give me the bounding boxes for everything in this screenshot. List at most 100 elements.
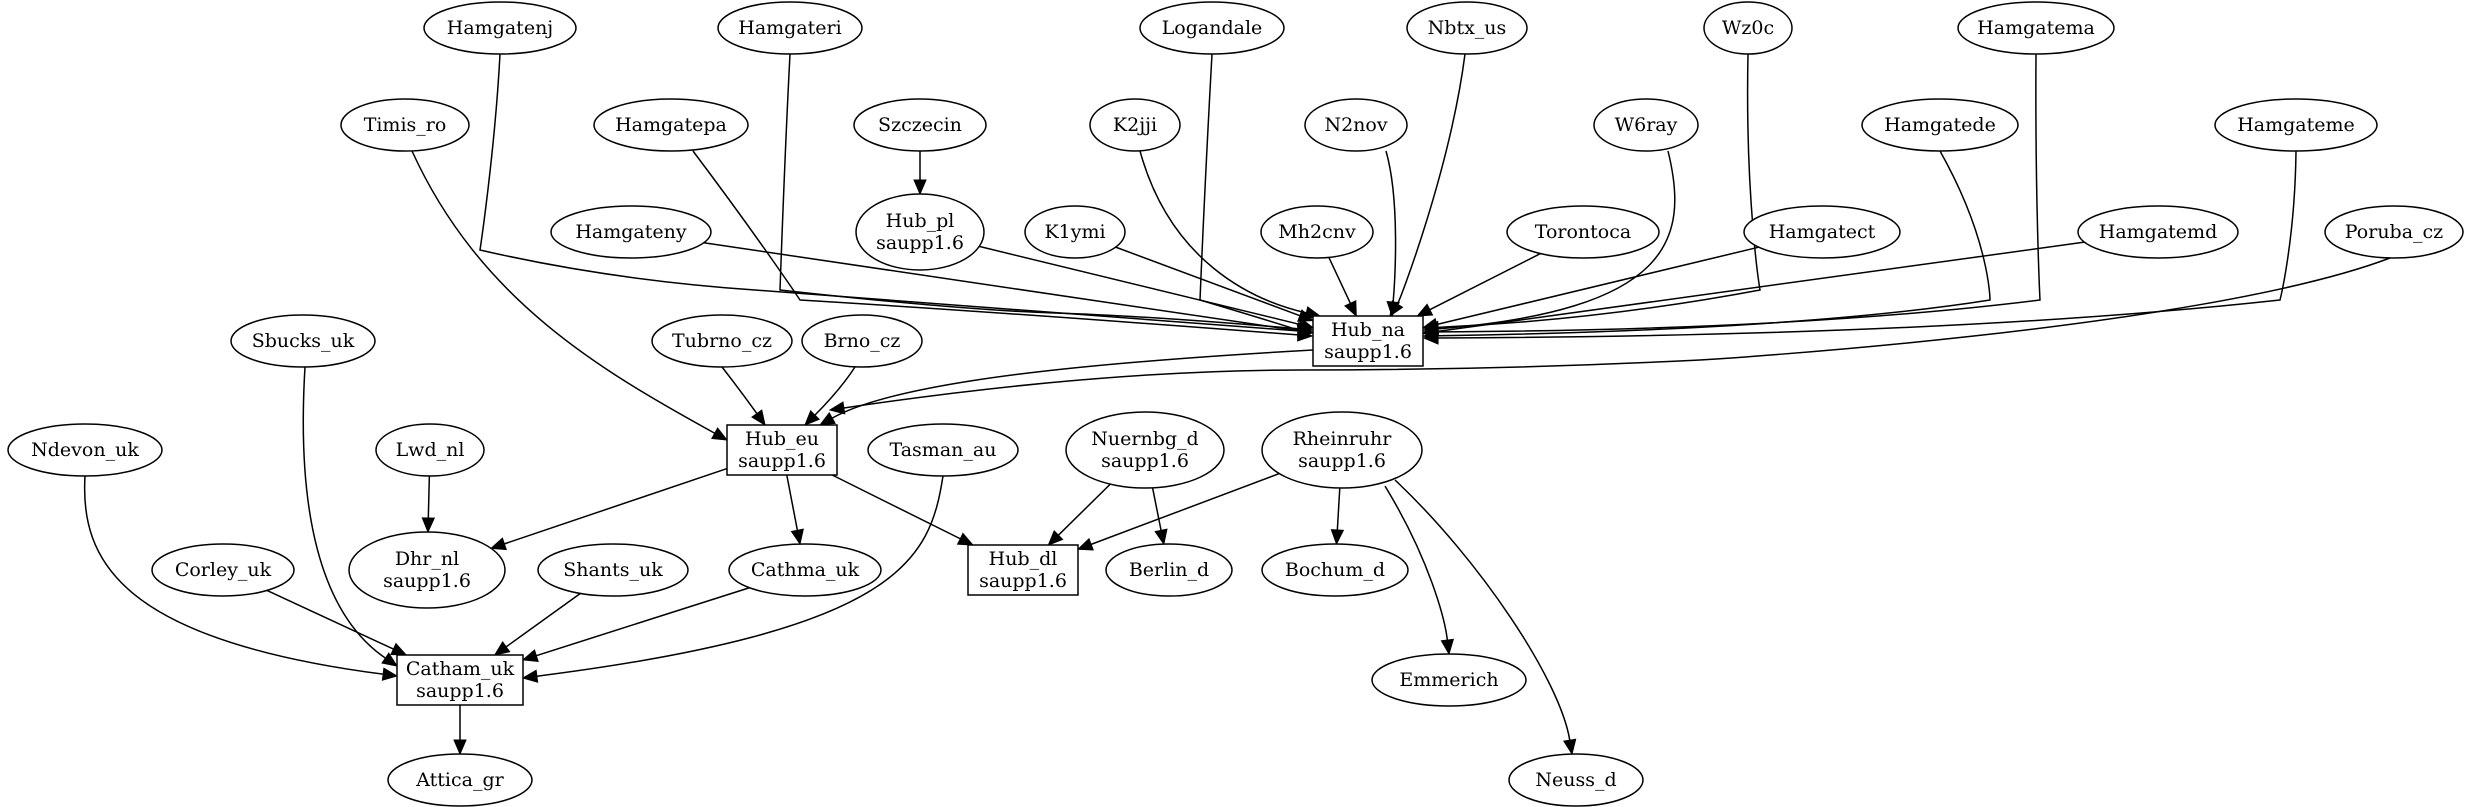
arrowhead-sbucks_uk-to-catham_uk	[381, 652, 399, 667]
node-ellipse	[340, 98, 470, 152]
node-label: Poruba_cz	[2345, 221, 2443, 243]
node-shants_uk: Shants_uk	[537, 543, 689, 597]
node-ellipse	[1743, 205, 1901, 259]
edge-hamgatect-to-hub_na	[1436, 246, 1759, 326]
node-label: saupp1.6	[1298, 450, 1386, 472]
node-torontoca: Torontoca	[1506, 205, 1660, 259]
edge-brno_cz-to-hub_eu	[814, 366, 856, 416]
edge-rheinruhr-to-emmerich	[1384, 485, 1449, 641]
node-nbtx_us: Nbtx_us	[1406, 1, 1528, 55]
node-ellipse	[1406, 1, 1528, 55]
edge-rheinruhr-to-bochum_d	[1336, 487, 1341, 531]
node-ellipse	[728, 543, 882, 597]
node-ellipse	[1593, 98, 1699, 152]
node-label: Hamgateny	[575, 221, 687, 243]
node-label: Hamgatect	[1769, 221, 1876, 243]
arrowhead-ndevon_uk-to-catham_uk	[381, 667, 399, 681]
node-label: Lwd_nl	[396, 439, 465, 461]
node-ellipse	[230, 314, 376, 368]
arrowhead-hub_eu-to-dhr_nl	[489, 537, 507, 551]
node-label: Ndevon_uk	[31, 439, 139, 461]
node-ellipse	[853, 98, 987, 152]
node-label: saupp1.6	[738, 450, 826, 472]
node-label: Berlin_d	[1129, 559, 1209, 581]
node-lwd_nl: Lwd_nl	[375, 423, 485, 477]
node-ellipse	[1703, 1, 1793, 55]
node-label: Catham_uk	[406, 658, 515, 680]
edge-hamgateri-to-hub_na	[779, 53, 1299, 330]
node-label: Hub_pl	[886, 210, 955, 232]
edge-hamgateme-to-hub_na	[1437, 150, 2297, 339]
edge-cathma_uk-to-catham_uk	[536, 587, 750, 657]
edge-k1ymi-to-hub_na	[1115, 246, 1301, 317]
edge-n2nov-to-hub_na	[1385, 150, 1397, 303]
node-label: Attica_gr	[415, 769, 504, 791]
node-box	[726, 424, 838, 476]
node-ellipse	[593, 98, 749, 152]
arrowhead-rheinruhr-to-hub_dl	[1076, 537, 1094, 551]
node-berlin_d: Berlin_d	[1105, 543, 1233, 597]
node-ellipse	[1089, 98, 1181, 152]
node-ellipse	[867, 423, 1019, 477]
node-ellipse	[423, 1, 577, 55]
node-szczecin: Szczecin	[853, 98, 987, 152]
node-label: Hamgatede	[1884, 114, 1996, 136]
node-label: Logandale	[1162, 17, 1263, 39]
node-ellipse	[151, 543, 295, 597]
node-ellipse	[348, 531, 506, 609]
arrowhead-torontoca-to-hub_na	[1416, 303, 1434, 317]
node-attica_gr: Attica_gr	[387, 753, 533, 807]
edge-w6ray-to-hub_na	[1437, 150, 1676, 330]
node-label: saupp1.6	[1324, 341, 1412, 363]
edge-hub_na-to-hub_eu	[831, 349, 1314, 419]
arrowhead-hamgatemd-to-hub_na	[1421, 324, 1439, 339]
node-label: Hub_dl	[989, 548, 1058, 570]
arrowhead-n2nov-to-hub_na	[1386, 300, 1400, 318]
node-hamgatede: Hamgatede	[1861, 98, 2019, 152]
node-bochum_d: Bochum_d	[1261, 543, 1409, 597]
edge-hamgatepa-to-hub_na	[692, 150, 1299, 336]
edge-rheinruhr-to-neuss_d	[1394, 479, 1571, 741]
arrowhead-mh2cnv-to-hub_na	[1344, 300, 1357, 318]
node-tasman_au: Tasman_au	[867, 423, 1019, 477]
node-box	[967, 544, 1079, 596]
edge-hub_eu-to-cathma_uk	[786, 474, 799, 531]
node-label: Hamgatemd	[2099, 221, 2217, 243]
node-ellipse	[1304, 98, 1408, 152]
node-ellipse	[1261, 411, 1423, 489]
edge-nuernbg_d-to-berlin_d	[1151, 487, 1162, 531]
node-ellipse	[1508, 753, 1644, 807]
node-ellipse	[1139, 1, 1285, 55]
node-box	[396, 654, 524, 706]
node-label: Emmerich	[1399, 669, 1498, 691]
arrowhead-timis_ro-to-hub_eu	[711, 427, 729, 441]
node-label: Hamgatenj	[447, 17, 553, 39]
node-hamgatenj: Hamgatenj	[423, 1, 577, 55]
node-label: Brno_cz	[824, 330, 901, 352]
node-label: Tubrno_cz	[672, 330, 772, 352]
arrowhead-nuernbg_d-to-hub_dl	[1047, 530, 1064, 546]
node-ellipse	[1261, 543, 1409, 597]
node-hamgateny: Hamgateny	[550, 205, 712, 259]
node-ellipse	[2077, 205, 2239, 259]
node-label: saupp1.6	[876, 232, 964, 254]
arrowhead-corley_uk-to-catham_uk	[390, 642, 408, 656]
edge-layer	[83, 53, 2391, 756]
node-w6ray: W6ray	[1593, 98, 1699, 152]
arrowhead-lwd_nl-to-dhr_nl	[421, 517, 436, 534]
edge-tubrno_cz-to-hub_eu	[721, 366, 758, 415]
node-sbucks_uk: Sbucks_uk	[230, 314, 376, 368]
node-label: Rheinruhr	[1293, 428, 1393, 450]
node-label: Wz0c	[1722, 17, 1774, 39]
node-label: Corley_uk	[175, 559, 272, 581]
edge-hub_eu-to-dhr_nl	[504, 467, 728, 545]
edge-sbucks_uk-to-catham_uk	[302, 366, 386, 659]
node-label: saupp1.6	[1101, 450, 1189, 472]
node-label: Nuernbg_d	[1091, 428, 1198, 450]
node-label: Bochum_d	[1285, 559, 1385, 581]
edge-torontoca-to-hub_na	[1429, 252, 1541, 311]
